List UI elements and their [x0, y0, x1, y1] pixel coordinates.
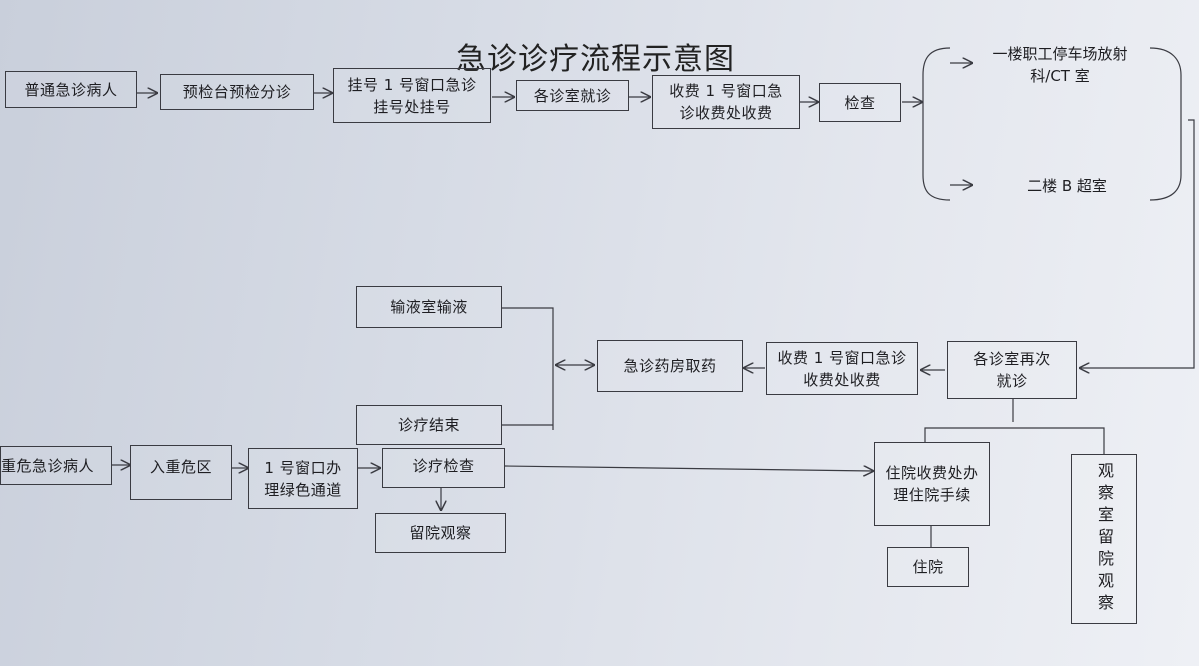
- node-hospital-observation: 留院观察: [375, 513, 506, 553]
- node-payment-1: 收费 1 号窗口急诊收费处收费: [652, 75, 800, 129]
- arrow-treatment-admission: [504, 465, 873, 471]
- split-line: [924, 427, 1105, 454]
- node-critical-zone: 入重危区: [130, 445, 232, 500]
- node-hospitalized: 住院: [887, 547, 969, 587]
- node-critical-patient: 重危急诊病人: [0, 446, 112, 485]
- node-radiology: 一楼职工停车场放射科/CT 室: [992, 45, 1128, 85]
- node-exam: 检查: [819, 83, 901, 122]
- node-triage: 预检台预检分诊: [160, 74, 314, 110]
- node-pharmacy: 急诊药房取药: [597, 340, 743, 392]
- node-register: 挂号 1 号窗口急诊挂号处挂号: [333, 68, 491, 123]
- diagram-title: 急诊诊疗流程示意图: [456, 42, 735, 77]
- node-treatment-end: 诊疗结束: [356, 405, 502, 445]
- return-line: [1080, 119, 1195, 368]
- node-payment-2: 收费 1 号窗口急诊收费处收费: [766, 342, 918, 395]
- node-revisit: 各诊室再次就诊: [947, 341, 1077, 399]
- return-bracket: [1149, 47, 1182, 201]
- infusion-bracket: [502, 307, 554, 430]
- node-normal-patient: 普通急诊病人: [5, 71, 137, 108]
- node-dept-visit: 各诊室就诊: [516, 80, 629, 111]
- branch-bracket: [922, 47, 951, 201]
- node-admission-procedure: 住院收费处办理住院手续: [874, 442, 990, 526]
- node-infusion: 输液室输液: [356, 286, 502, 328]
- node-observation-room: 观察室留院观察: [1071, 454, 1137, 624]
- node-green-channel: 1 号窗口办理绿色通道: [248, 448, 358, 509]
- node-treatment-exam: 诊疗检查: [382, 448, 505, 488]
- node-ultrasound: 二楼 B 超室: [1027, 177, 1107, 195]
